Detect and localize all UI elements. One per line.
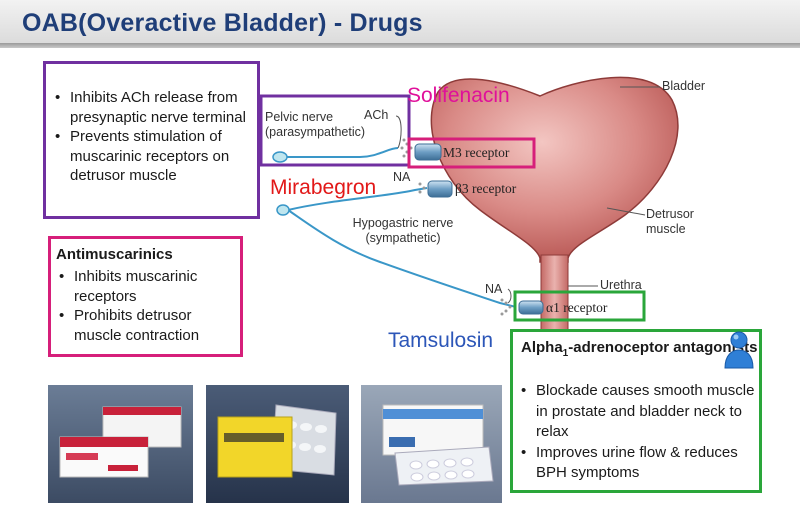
a1-receptor-icon	[518, 300, 544, 315]
presynaptic-points: Inhibits ACh release from presynaptic ne…	[50, 88, 257, 186]
b3-receptor-label: β3 receptor	[455, 181, 517, 196]
hypogastric-nerve	[287, 187, 428, 211]
detrusor-label: Detrusor muscle	[646, 207, 694, 236]
urethra-label: Urethra	[600, 278, 642, 292]
m3-receptor-icon	[414, 143, 442, 161]
drug-package-image	[382, 404, 494, 486]
ach-label: ACh	[364, 108, 389, 122]
bladder-shape	[430, 76, 679, 263]
person-icon	[724, 331, 754, 369]
page-title: OAB(Overactive Bladder) - Drugs	[22, 9, 423, 37]
na-label-upper: NA	[393, 170, 411, 184]
mirabegron-label: Mirabegron	[270, 176, 377, 199]
product-photo-50mg	[206, 385, 349, 503]
m3-highlight-box	[407, 137, 536, 169]
bladder-label: Bladder	[662, 79, 706, 93]
antimuscarinics-points: Inhibits muscarinic receptors Prohibits …	[54, 267, 240, 345]
pelvic-nerve	[285, 147, 399, 158]
urethra-shape	[540, 254, 569, 338]
solifenacin-label: Solifenacin	[407, 84, 510, 107]
ach-highlight-box	[259, 94, 411, 167]
product-photo-0-2mg	[361, 385, 502, 503]
alpha1-heading: Alpha1-adrenoceptor antagonists	[521, 338, 757, 363]
list-item: Improves urine flow & reduces BPH sympto…	[516, 443, 759, 484]
list-item: Inhibits ACh release from presynaptic ne…	[50, 88, 257, 127]
drug-package-image	[59, 406, 182, 478]
alpha1-points: Blockade causes smooth muscle in prostat…	[516, 381, 759, 484]
alpha1-heading-pre: Alpha	[521, 339, 563, 356]
list-item: Blockade causes smooth muscle in prostat…	[516, 381, 759, 443]
header-bar: OAB(Overactive Bladder) - Drugs	[0, 0, 800, 48]
a1-receptor-label: α1 receptor	[546, 300, 608, 315]
b3-receptor-icon	[427, 180, 453, 198]
list-item: Inhibits muscarinic receptors	[54, 267, 240, 306]
na-label-lower: NA	[485, 282, 503, 296]
pelvic-nerve-label: Pelvic nerve (parasympathetic)	[265, 110, 366, 139]
list-item: Prohibits detrusor muscle contraction	[54, 306, 240, 345]
hypogastric-nerve-label: Hypogastric nerve (sympathetic)	[352, 216, 454, 245]
antimuscarinics-box: Antimuscarinics Inhibits muscarinic rece…	[48, 236, 243, 357]
alpha1-antagonists-box: Alpha1-adrenoceptor antagonists Blockade…	[510, 329, 762, 493]
header-underline	[0, 43, 800, 48]
product-photo-vesicare	[48, 385, 193, 503]
alpha1-heading-sub: 1	[562, 348, 569, 359]
m3-receptor-label: M3 receptor	[443, 145, 510, 160]
a1-highlight-box	[513, 290, 646, 322]
drug-package-image	[217, 404, 337, 478]
presynaptic-info-box: Inhibits ACh release from presynaptic ne…	[43, 61, 260, 219]
antimuscarinics-heading: Antimuscarinics	[56, 246, 173, 263]
tamsulosin-label: Tamsulosin	[388, 329, 494, 352]
list-item: Prevents stimulation of muscarinic recep…	[50, 127, 257, 186]
alpha1-heading-post: -adrenoceptor antagonists	[568, 339, 758, 356]
